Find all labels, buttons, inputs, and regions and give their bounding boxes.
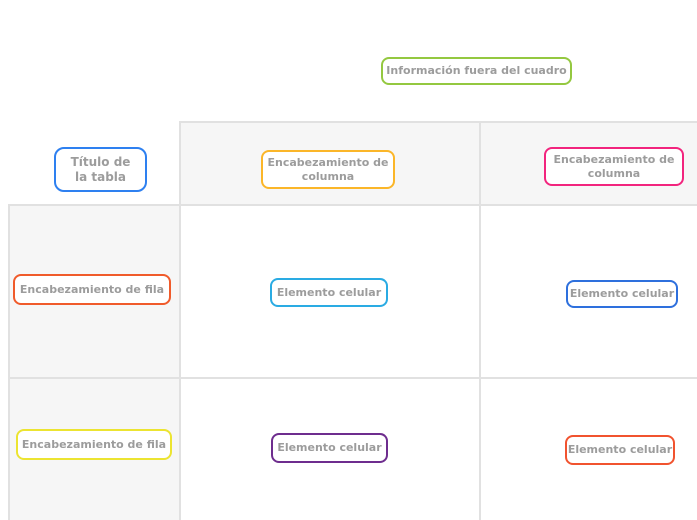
- table-title-node[interactable]: Título de la tabla: [54, 147, 147, 192]
- row-header-label: Encabezamiento de fila: [19, 282, 165, 296]
- column-header-label: Encabezamiento de columna: [267, 155, 389, 183]
- floating-info-label: Información fuera del cuadro: [386, 64, 567, 78]
- cell-label: Elemento celular: [276, 285, 382, 299]
- grid-line-vertical: [179, 121, 181, 520]
- cell-node-r1c2[interactable]: Elemento celular: [566, 280, 678, 308]
- column-header-label: Encabezamiento de columna: [553, 152, 675, 180]
- row-header-node-1[interactable]: Encabezamiento de fila: [13, 274, 171, 305]
- cell-node-r2c1[interactable]: Elemento celular: [271, 433, 388, 463]
- grid-line-vertical: [479, 121, 481, 520]
- grid-line-vertical: [8, 204, 10, 520]
- row-header-shading: [10, 206, 179, 520]
- grid-line-horizontal: [8, 377, 697, 379]
- row-header-node-2[interactable]: Encabezamiento de fila: [16, 429, 172, 460]
- table-title-label: Título de la tabla: [70, 154, 131, 184]
- cell-node-r2c2[interactable]: Elemento celular: [565, 435, 675, 465]
- grid-line-horizontal: [179, 121, 697, 123]
- cell-label: Elemento celular: [569, 287, 675, 301]
- row-header-label: Encabezamiento de fila: [21, 437, 167, 451]
- floating-info-node[interactable]: Información fuera del cuadro: [381, 57, 572, 85]
- cell-label: Elemento celular: [277, 441, 382, 455]
- cell-label: Elemento celular: [567, 443, 673, 457]
- grid-line-horizontal: [8, 204, 697, 206]
- column-header-node-1[interactable]: Encabezamiento de columna: [261, 150, 395, 189]
- column-header-node-2[interactable]: Encabezamiento de columna: [544, 147, 684, 186]
- cell-node-r1c1[interactable]: Elemento celular: [270, 278, 388, 307]
